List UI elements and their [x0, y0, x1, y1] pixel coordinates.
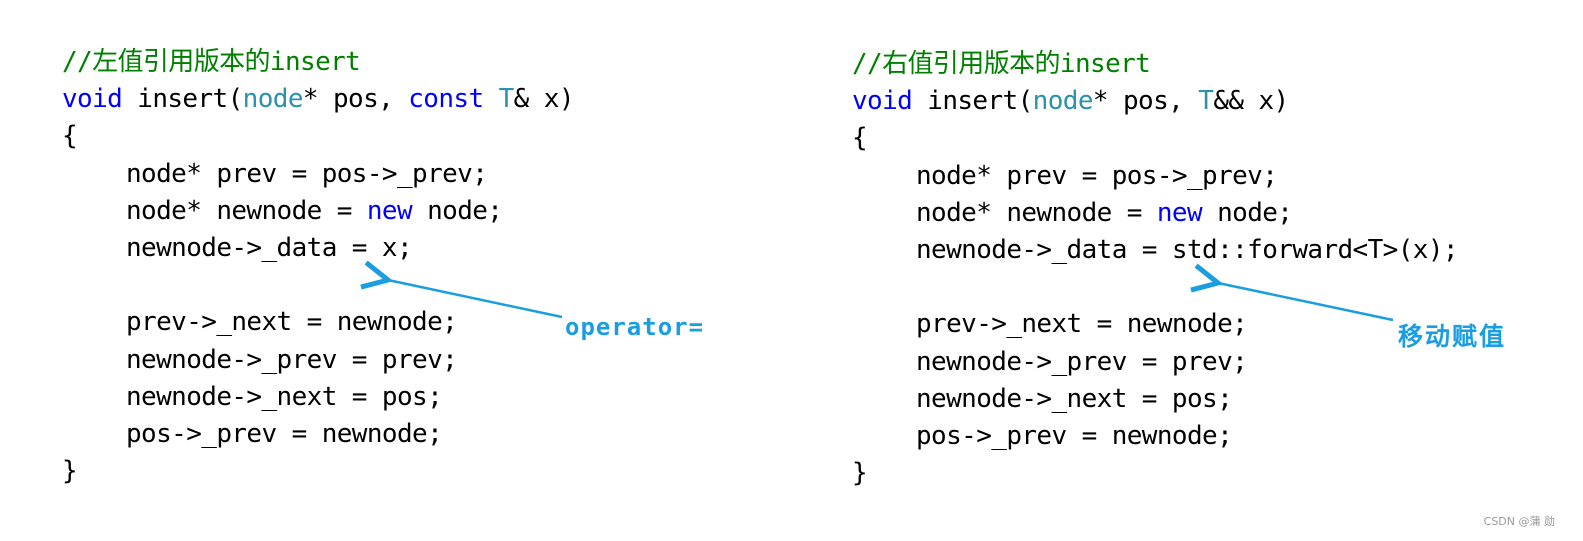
code-line: prev->_next = newnode;	[852, 306, 1458, 343]
code-token: && x)	[1213, 86, 1289, 117]
code-token: newnode->_prev = prev;	[126, 344, 458, 375]
code-token: node* prev = pos->_prev;	[916, 160, 1278, 191]
code-token: newnode->_data = x;	[126, 232, 413, 263]
code-token: pos->_prev = newnode;	[916, 420, 1233, 451]
code-token: }	[62, 456, 78, 487]
code-token: insert(	[122, 84, 243, 115]
code-token: node;	[1202, 197, 1293, 228]
code-token: node;	[412, 195, 503, 226]
code-line: node* newnode = new node;	[852, 195, 1458, 232]
code-token: //右值引用版本的insert	[852, 49, 1151, 79]
code-line: newnode->_prev = prev;	[852, 344, 1458, 381]
code-token: newnode->_prev = prev;	[916, 346, 1248, 377]
code-line: void insert(node* pos, const T& x)	[62, 81, 574, 118]
code-token: {	[62, 121, 78, 152]
code-line: pos->_prev = newnode;	[852, 418, 1458, 455]
code-line: {	[62, 118, 574, 155]
code-line: node* prev = pos->_prev;	[852, 158, 1458, 195]
code-line: node* prev = pos->_prev;	[62, 156, 574, 193]
code-token: }	[852, 458, 868, 489]
left-arrow-icon	[388, 280, 563, 319]
code-token: & x)	[513, 84, 575, 115]
code-line: pos->_prev = newnode;	[62, 416, 574, 453]
code-token: * pos,	[302, 84, 409, 115]
code-token: * pos,	[1092, 86, 1199, 117]
code-token: node	[1032, 86, 1094, 117]
code-line: }	[62, 453, 574, 490]
right-arrow-icon	[1218, 283, 1394, 322]
code-token: const	[408, 84, 484, 115]
code-line: newnode->_prev = prev;	[62, 342, 574, 379]
code-token: void	[852, 86, 913, 117]
code-token: //左值引用版本的insert	[62, 47, 361, 77]
code-token: node* prev = pos->_prev;	[126, 158, 488, 189]
code-token: prev->_next = newnode;	[916, 309, 1248, 340]
code-line: newnode->_data = std::forward<T>(x);	[852, 232, 1459, 269]
right-code-block: //右值引用版本的insert void insert(node* pos, T&…	[852, 46, 1459, 492]
code-token: node	[242, 84, 304, 115]
code-line: node* newnode = new node;	[62, 193, 574, 230]
move-assign-annotation: 移动赋值	[1398, 322, 1507, 351]
code-line: newnode->_next = pos;	[852, 381, 1458, 418]
code-token: prev->_next = newnode;	[126, 307, 458, 338]
code-token: T	[498, 84, 515, 115]
code-token: node* newnode =	[916, 197, 1157, 228]
code-token: {	[852, 123, 868, 154]
code-token: void	[62, 84, 123, 115]
code-token: new	[366, 195, 413, 226]
code-token: insert(	[912, 86, 1033, 117]
code-token: newnode->_data = std::forward<T>(x);	[916, 234, 1459, 265]
left-code-block: //左值引用版本的insert void insert(node* pos, co…	[62, 44, 574, 490]
code-line: {	[852, 120, 1458, 157]
code-line: newnode->_data = x;	[62, 230, 574, 267]
code-token: newnode->_next = pos;	[126, 381, 443, 412]
code-line: newnode->_next = pos;	[62, 379, 574, 416]
code-line: //右值引用版本的insert	[852, 46, 1458, 83]
code-line: prev->_next = newnode;	[62, 304, 574, 341]
code-line: void insert(node* pos, T&& x)	[852, 83, 1458, 120]
code-token: T	[1198, 86, 1214, 117]
watermark: CSDN @蒲 勋	[1483, 515, 1555, 528]
code-line: //左值引用版本的insert	[62, 44, 574, 81]
operator-assign-annotation: operator=	[565, 313, 705, 341]
code-line: }	[852, 455, 1458, 492]
code-token: newnode->_next = pos;	[916, 383, 1233, 414]
code-token: node* newnode =	[126, 195, 367, 226]
code-token: pos->_prev = newnode;	[126, 418, 443, 449]
code-token: new	[1156, 197, 1203, 228]
